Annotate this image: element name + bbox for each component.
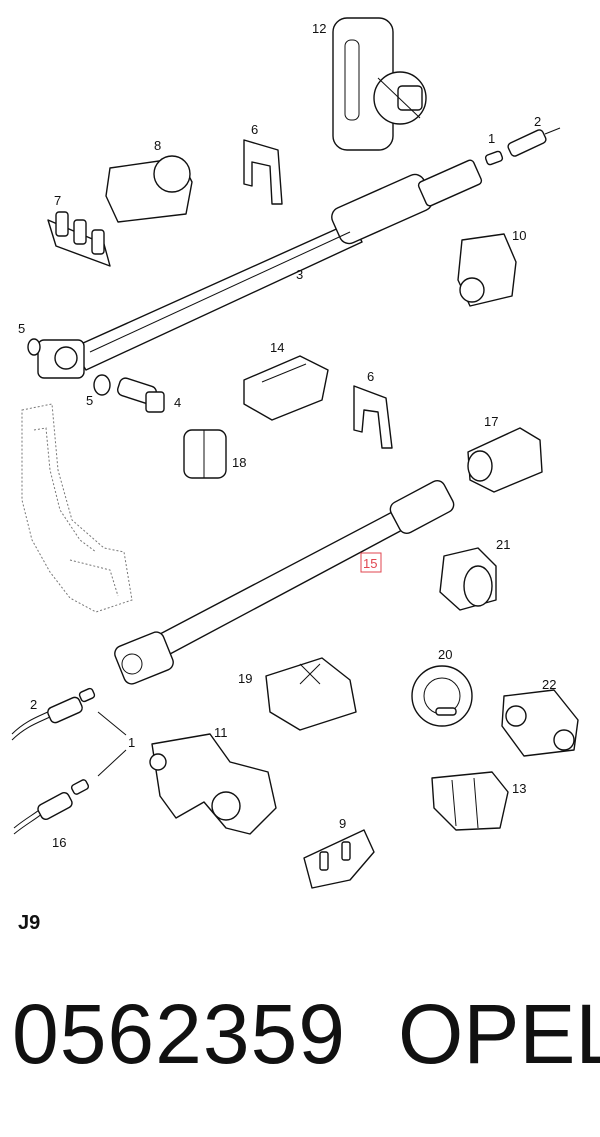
part-22-clip bbox=[501, 689, 579, 757]
part-13-clip bbox=[431, 771, 509, 831]
callout-1-top: 1 bbox=[488, 131, 495, 146]
callout-14: 14 bbox=[270, 340, 284, 355]
part-number: 0562359 bbox=[12, 987, 347, 1081]
part-21-bush bbox=[439, 547, 497, 611]
part-6-clip-top bbox=[243, 139, 283, 205]
part-2-bolt-top bbox=[507, 127, 561, 157]
callout-18: 18 bbox=[232, 455, 246, 470]
section-label: J9 bbox=[18, 912, 41, 934]
part-20-grommet bbox=[411, 665, 473, 727]
callout-1-leaders bbox=[97, 711, 127, 777]
part-17-nut bbox=[467, 427, 543, 493]
callout-2-top: 2 bbox=[534, 114, 541, 129]
callout-1-bottom: 1 bbox=[128, 735, 135, 750]
part-6-clip-mid bbox=[353, 385, 393, 449]
part-11-bracket bbox=[149, 733, 277, 835]
part-15-hose bbox=[114, 480, 455, 685]
callout-7: 7 bbox=[54, 193, 61, 208]
ghost-outline bbox=[21, 403, 133, 613]
callout-5-left: 5 bbox=[18, 321, 25, 336]
part-9-clip bbox=[303, 829, 375, 889]
part-7-clip bbox=[47, 211, 111, 267]
callout-12: 12 bbox=[312, 21, 326, 36]
part-5-nut-left bbox=[27, 338, 85, 379]
callout-5-bottom: 5 bbox=[86, 393, 93, 408]
part-19-clip bbox=[265, 657, 357, 731]
part-5-washer bbox=[93, 374, 111, 396]
callout-15-highlight bbox=[360, 552, 382, 573]
part-18-sleeve bbox=[183, 429, 227, 479]
brand-name: OPEL bbox=[398, 987, 600, 1081]
callout-16: 16 bbox=[52, 835, 66, 850]
part-8-clip bbox=[105, 155, 193, 223]
callout-22: 22 bbox=[542, 677, 556, 692]
callout-21: 21 bbox=[496, 537, 510, 552]
callout-6-mid: 6 bbox=[367, 369, 374, 384]
callout-20: 20 bbox=[438, 647, 452, 662]
part-4-bolt bbox=[117, 377, 165, 413]
part-16-cable-bottom bbox=[13, 779, 90, 835]
part-2-cable-bottom bbox=[11, 687, 96, 741]
callout-8: 8 bbox=[154, 138, 161, 153]
callout-10: 10 bbox=[512, 228, 526, 243]
part-10-housing bbox=[457, 233, 517, 307]
callout-9: 9 bbox=[339, 816, 346, 831]
part-14-clamp bbox=[243, 355, 329, 421]
callout-15: 15 bbox=[363, 556, 377, 571]
exploded-parts-diagram: 12 2 1 6 8 7 10 3 5 14 6 5 4 17 18 21 15… bbox=[11, 17, 579, 889]
callout-3: 3 bbox=[296, 267, 303, 282]
callout-13: 13 bbox=[512, 781, 526, 796]
callout-6-top: 6 bbox=[251, 122, 258, 137]
callout-2-bottom: 2 bbox=[30, 697, 37, 712]
part-1-fitting-top bbox=[484, 150, 504, 166]
callout-19: 19 bbox=[238, 671, 252, 686]
callout-11: 11 bbox=[214, 725, 228, 740]
callout-4: 4 bbox=[174, 395, 181, 410]
part-12-bracket bbox=[332, 17, 427, 151]
callout-17: 17 bbox=[484, 414, 498, 429]
